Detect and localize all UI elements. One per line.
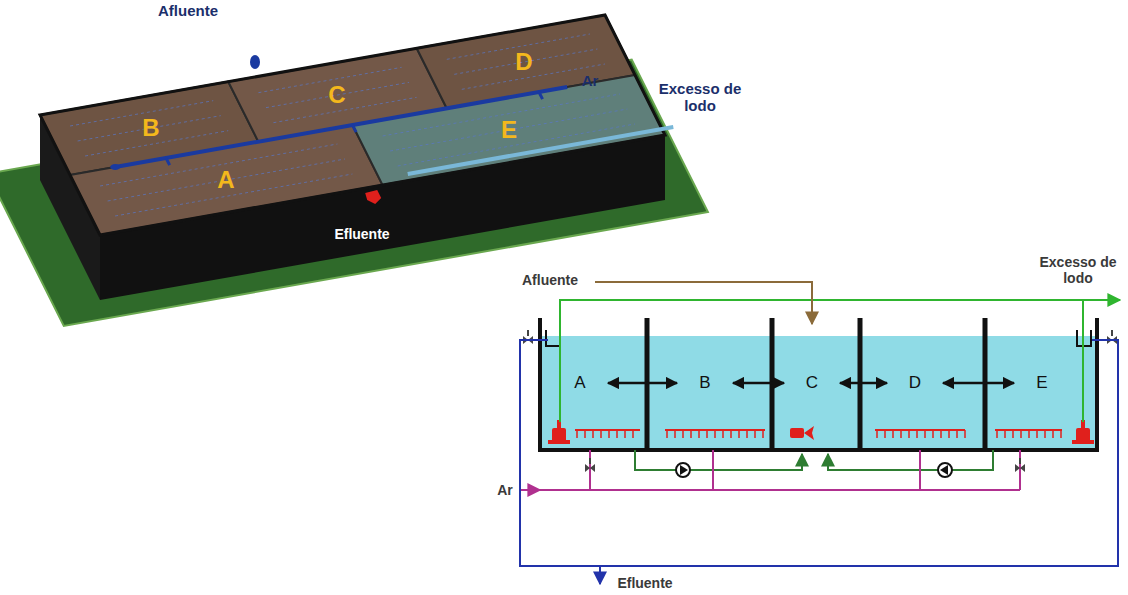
flow-arrow — [943, 382, 1014, 385]
influent-inlet — [250, 55, 260, 69]
diffuser-grid — [390, 109, 627, 151]
node-text: E — [1036, 373, 1047, 393]
node-text: C — [806, 373, 818, 393]
compartment-letter: E — [501, 116, 517, 144]
pump-symbol — [548, 420, 1094, 444]
valve-symbol — [523, 330, 1117, 472]
stream-label: Afluente — [158, 2, 218, 19]
sludge-pipe — [408, 127, 674, 174]
recirculation-pump — [676, 463, 952, 477]
compartment-letter: A — [552, 370, 608, 396]
flow-arrow — [733, 382, 784, 385]
node-text: B — [699, 373, 710, 393]
stream-label: Excesso de lodo — [1036, 254, 1120, 286]
diffuser-grid — [462, 64, 605, 89]
compartment — [353, 75, 666, 185]
air-branch — [166, 158, 170, 165]
compartment-letter: B — [677, 370, 733, 396]
diffuser — [575, 430, 1062, 438]
tank-3d — [0, 15, 708, 326]
effluent-outlet — [365, 190, 381, 204]
stream-label: Excesso de lodo — [658, 80, 742, 115]
diffuser-grid — [108, 159, 345, 201]
flow-arrow — [840, 382, 887, 385]
compartment-letter: D — [515, 48, 532, 76]
stream-label: Afluente — [522, 272, 578, 288]
node-text: A — [574, 373, 585, 393]
compartment-letter: C — [784, 370, 840, 396]
pipe-end — [110, 164, 120, 170]
flow-arrow — [608, 382, 677, 385]
compartment-letter: A — [217, 166, 234, 194]
air-branch — [353, 125, 357, 132]
tank-section — [520, 282, 1120, 584]
compartment-letter: B — [142, 114, 159, 142]
compartment-letter: D — [887, 370, 943, 396]
mixer-symbol — [790, 426, 814, 440]
compartment-letter: E — [1014, 370, 1070, 396]
stream-label: Efluente — [334, 226, 389, 242]
stream-label: Ar — [497, 482, 513, 498]
stream-label: Ar — [582, 72, 599, 89]
compartment-letter: C — [328, 81, 345, 109]
compartment — [70, 125, 383, 235]
tank-rim — [40, 15, 665, 235]
air-branch — [539, 92, 543, 99]
stream-label: Efluente — [617, 575, 672, 591]
node-text: D — [909, 373, 921, 393]
